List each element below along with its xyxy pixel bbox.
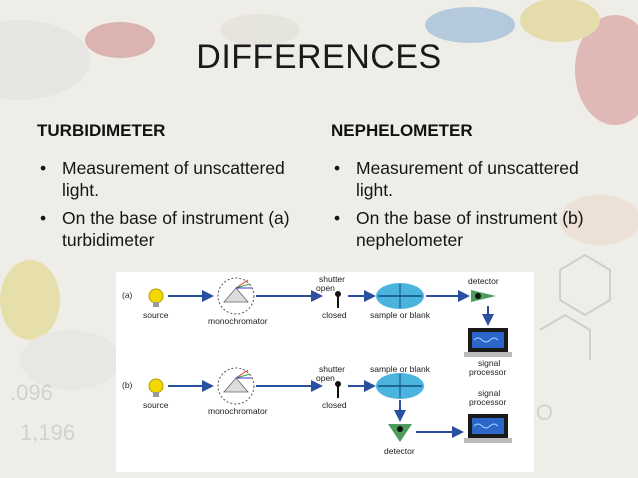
lamp-icon [148,288,164,307]
slide-title: DIFFERENCES [196,38,442,76]
monochromator-label: monochromator [208,406,268,416]
monochromator-label: monochromator [208,316,268,326]
shutter-closed-label: closed [322,400,347,410]
detector-label: detector [384,446,415,456]
instrument-diagram: (a) source monochromator shutter open cl… [116,272,534,472]
shutter-label: shutter [319,274,345,284]
lamp-icon [148,378,164,397]
detector-label: detector [468,276,499,286]
source-label: source [143,400,169,410]
turbidimeter-heading: TURBIDIMETER [37,121,166,140]
turbidimeter-bullet-2: On the base of instrument (a) turbidimet… [38,207,300,251]
signal-label: signal [478,388,500,398]
nephelometer-heading: NEPHELOMETER [331,121,473,140]
sample-cell-icon [376,373,424,399]
signal-label: signal [478,358,500,368]
processor-label: processor [469,397,506,407]
label-a: (a) [122,290,133,300]
turbidimeter-diagram: (a) source monochromator shutter open cl… [122,274,512,377]
sample-label: sample or blank [370,364,431,374]
sample-cell-icon [376,283,424,309]
nephelometer-bullets: Measurement of unscattered light. On the… [332,157,594,257]
detector-icon [388,424,412,442]
signal-processor-icon [464,328,512,357]
nephelometer-bullet-2: On the base of instrument (b) nephelomet… [332,207,594,251]
sample-label: sample or blank [370,310,431,320]
label-b: (b) [122,380,133,390]
signal-processor-icon [464,414,512,443]
svg-text:.096: .096 [10,380,53,405]
shutter-open-label: open [316,283,335,293]
shutter-icon [335,291,341,308]
nephelometer-bullet-1: Measurement of unscattered light. [332,157,594,201]
turbidimeter-bullet-1: Measurement of unscattered light. [38,157,300,201]
source-label: source [143,310,169,320]
processor-label: processor [469,367,506,377]
shutter-label: shutter [319,364,345,374]
monochromator-icon [217,367,255,405]
shutter-closed-label: closed [322,310,347,320]
svg-text:1,196: 1,196 [20,420,75,445]
shutter-open-label: open [316,373,335,383]
nephelometer-diagram: (b) source monochromator shutter open cl… [122,364,512,456]
detector-icon [471,290,496,302]
monochromator-icon [217,277,255,315]
shutter-icon [335,381,341,398]
turbidimeter-bullets: Measurement of unscattered light. On the… [38,157,300,257]
